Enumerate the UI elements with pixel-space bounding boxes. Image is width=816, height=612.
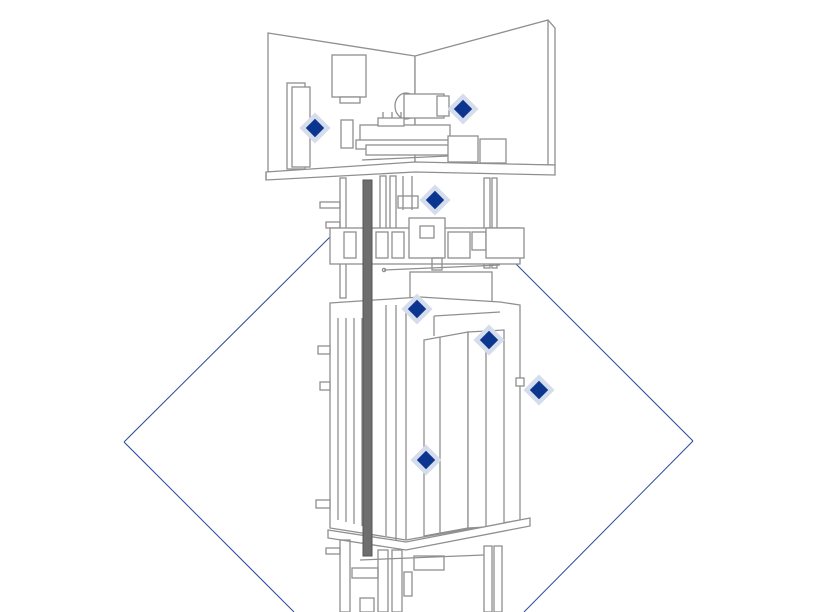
hotspot-landing-equipment[interactable]: [523, 374, 555, 406]
diamond-frame: [123, 231, 694, 612]
hoistway-structure: [319, 175, 525, 309]
hotspot-car-top-equipment[interactable]: [419, 184, 451, 216]
diamond-marker-icon: [529, 380, 549, 400]
pit-structure: [325, 539, 503, 612]
hotspot-car-door-operator[interactable]: [473, 324, 505, 356]
elevator-car: [315, 296, 531, 551]
guide-rail: [362, 179, 373, 557]
hotspot-car-cabin[interactable]: [410, 444, 442, 476]
diamond-marker-icon: [479, 330, 499, 350]
hotspot-layer: [299, 93, 555, 476]
diamond-marker-icon: [407, 299, 427, 319]
hotspot-machine-room-controller[interactable]: [299, 112, 331, 144]
hotspot-car-frame[interactable]: [401, 293, 433, 325]
hotspot-traction-machine[interactable]: [447, 93, 479, 125]
diamond-marker-icon: [305, 118, 325, 138]
diamond-marker-icon: [416, 450, 436, 470]
diamond-marker-icon: [425, 190, 445, 210]
machine-room: [265, 19, 556, 181]
diamond-marker-icon: [453, 99, 473, 119]
